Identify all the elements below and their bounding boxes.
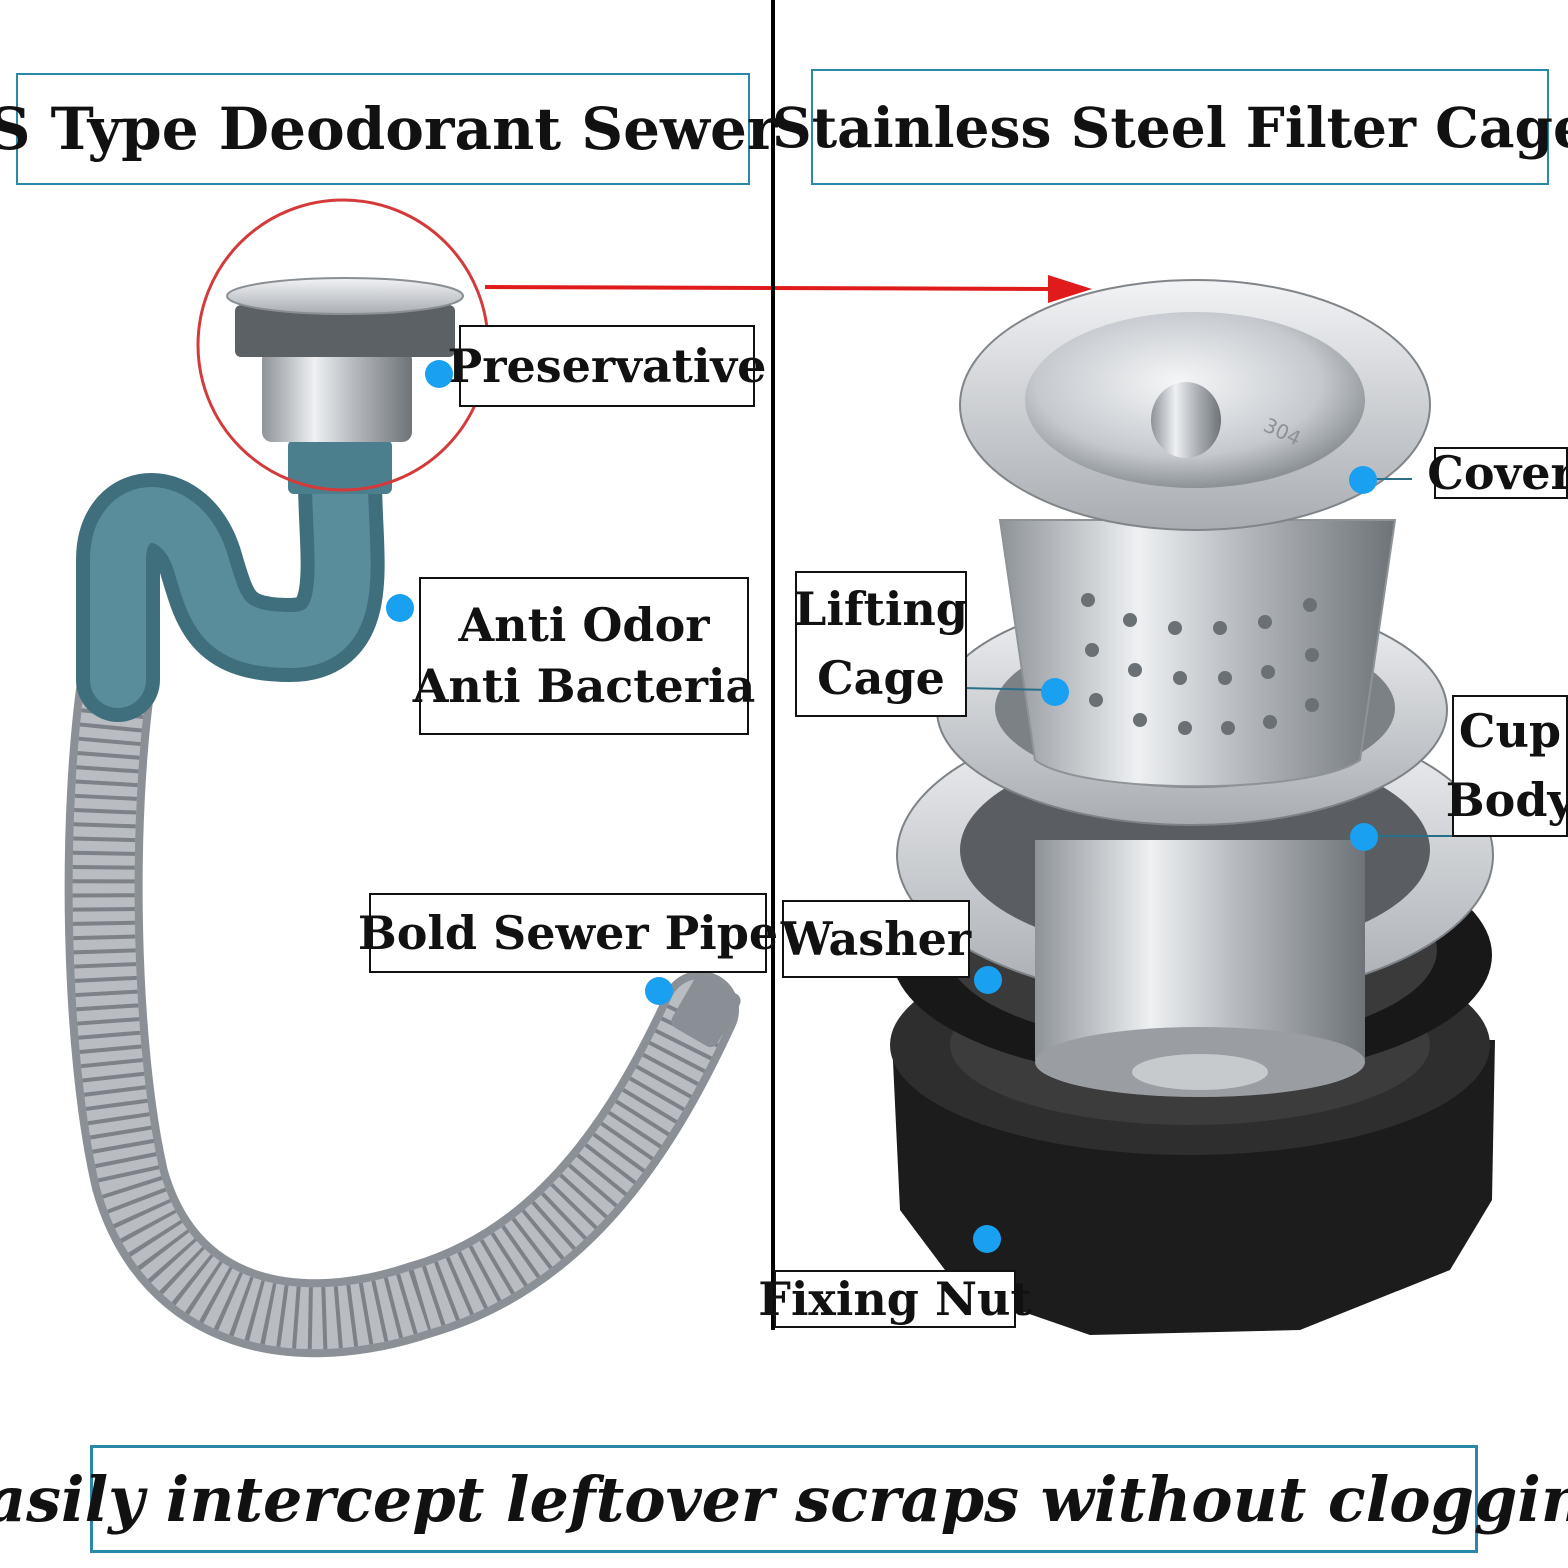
right-heading-text: Stainless Steel Filter Cage <box>772 94 1568 160</box>
callout-dot <box>973 1225 1001 1253</box>
callout-dot <box>645 977 673 1005</box>
drain-nut <box>235 305 455 357</box>
cup-body-cylinder <box>1035 840 1365 1060</box>
callout-dot <box>1041 678 1069 706</box>
callout-dot <box>974 966 1002 994</box>
drain-basket <box>262 350 412 442</box>
label-cup-body: Cup Body <box>1446 695 1568 837</box>
callout-dot <box>386 594 414 622</box>
zoom-arrow <box>484 275 1092 303</box>
corrugated-hose <box>64 631 739 1358</box>
label-anti-odor-bacteria: Anti Odor Anti Bacteria <box>413 577 755 735</box>
label-cover: Cover <box>1427 445 1568 500</box>
drain-flange <box>226 277 464 315</box>
cage-holes <box>1081 593 1319 735</box>
lifting-cage-basket <box>998 519 1397 788</box>
s-trap-drain-illustration <box>64 198 741 1358</box>
label-lifting-cage: Lifting Cage <box>794 571 968 717</box>
strainer-exploded-illustration: 304 <box>890 279 1495 1335</box>
label-preservative: Preservative <box>448 325 766 407</box>
label-bold-sewer-pipe: Bold Sewer Pipe <box>358 893 778 973</box>
section-divider <box>771 0 775 1330</box>
label-fixing-nut: Fixing Nut <box>758 1270 1032 1328</box>
footer-text: Easily intercept leftover scraps without… <box>0 1462 1568 1536</box>
hose-end-connector <box>671 974 741 1048</box>
footer-banner: Easily intercept leftover scraps without… <box>0 1445 1568 1553</box>
right-heading: Stainless Steel Filter Cage <box>772 69 1568 185</box>
label-washer: Washer <box>781 900 971 978</box>
callout-dot <box>425 360 453 388</box>
left-heading: S Type Deodorant Sewer <box>0 73 777 185</box>
callout-dot <box>1350 823 1378 851</box>
left-heading-text: S Type Deodorant Sewer <box>0 95 778 163</box>
trap-coupling <box>288 440 392 494</box>
cover-knob <box>1151 382 1221 458</box>
callout-dot <box>1349 466 1377 494</box>
